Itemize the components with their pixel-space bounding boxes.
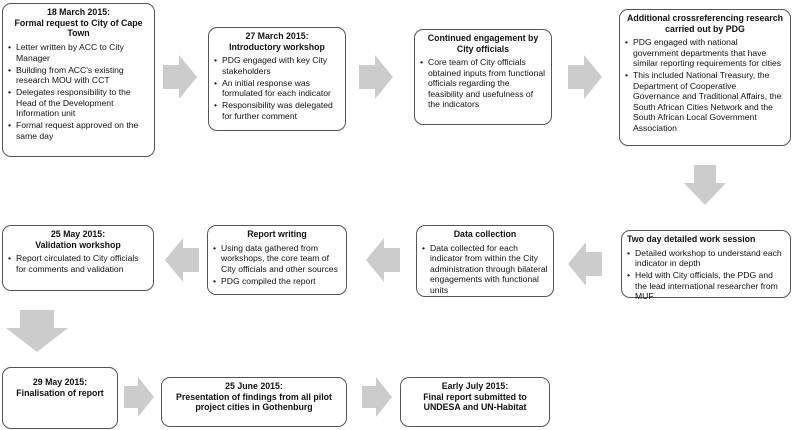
step-bullet: Formal request approved on the same day: [8, 120, 149, 141]
step-crossreferencing-research: Additional crossreferencing research car…: [619, 9, 791, 146]
step-title: Data collection: [453, 229, 517, 239]
step-presentation-gothenburg: 25 June 2015: Presentation of findings f…: [161, 377, 347, 427]
right-arrow: [362, 377, 392, 417]
step-bullet: Data collected for each indicator from w…: [422, 243, 548, 295]
step-title: Presentation of findings from all pilot …: [176, 391, 332, 413]
right-arrow: [359, 55, 393, 99]
step-finalisation: 29 May 2015: Finalisation of report: [2, 367, 118, 429]
step-date: Early July 2015:: [441, 381, 509, 391]
right-arrow: [568, 55, 602, 99]
step-bullets: Data collected for each indicator from w…: [422, 243, 548, 295]
step-bullet: Using data gathered from workshops, the …: [213, 243, 341, 274]
step-bullet: Report circulated to City officials for …: [8, 253, 148, 274]
step-bullet: Letter written by ACC to City Manager: [8, 42, 149, 63]
step-bullet: Responsibility was delegated for further…: [214, 100, 340, 121]
step-title: Finalisation of report: [16, 387, 104, 398]
right-arrow: [124, 377, 154, 417]
step-date: 27 March 2015:: [245, 31, 309, 41]
down-arrow: [6, 310, 68, 352]
step-bullets: Core team of City officials obtained inp…: [420, 57, 546, 109]
step-bullets: Letter written by ACC to City Manager Bu…: [8, 42, 149, 141]
step-bullet: An initial response was formulated for e…: [214, 78, 340, 99]
step-bullet: This included National Treasury, the Dep…: [625, 70, 785, 133]
step-final-report: Early July 2015: Final report submitted …: [400, 377, 550, 427]
step-bullets: Detailed workshop to understand each ind…: [627, 248, 785, 302]
step-bullet: Delegates responsibility to the Head of …: [8, 87, 149, 118]
step-title: Additional crossreferencing research car…: [627, 13, 783, 34]
step-title: Validation workshop: [35, 239, 121, 250]
step-date: 29 May 2015:: [32, 377, 88, 387]
left-arrow: [165, 238, 199, 282]
step-bullet: Core team of City officials obtained inp…: [420, 57, 546, 109]
left-arrow: [568, 242, 602, 286]
step-data-collection: Data collection Data collected for each …: [416, 225, 554, 297]
step-introductory-workshop: 27 March 2015: Introductory workshop PDG…: [208, 27, 346, 131]
step-bullets: PDG engaged with national government dep…: [625, 37, 785, 133]
step-formal-request: 18 March 2015: Formal request to City of…: [2, 3, 155, 157]
step-title: Two day detailed work session: [627, 234, 756, 244]
step-validation-workshop: 25 May 2015: Validation workshop Report …: [2, 225, 154, 291]
step-bullet: Building from ACC's existing research MO…: [8, 65, 149, 86]
left-arrow: [366, 238, 400, 282]
step-title: Formal request to City of Cape Town: [14, 17, 143, 39]
down-arrow: [684, 165, 726, 205]
step-title: Final report submitted to UNDESA and UN-…: [423, 391, 527, 413]
step-bullets: PDG engaged with key City stakeholders A…: [214, 55, 340, 121]
step-title: Introductory workshop: [229, 41, 325, 52]
step-bullet: PDG engaged with key City stakeholders: [214, 55, 340, 76]
step-bullets: Using data gathered from workshops, the …: [213, 243, 341, 287]
step-bullet: PDG compiled the report: [213, 276, 341, 287]
step-two-day-work-session: Two day detailed work session Detailed w…: [621, 230, 791, 301]
step-date: 18 March 2015:: [46, 7, 111, 17]
right-arrow: [163, 55, 197, 99]
step-bullets: Report circulated to City officials for …: [8, 253, 148, 274]
step-date: 25 May 2015:: [50, 229, 106, 239]
step-report-writing: Report writing Using data gathered from …: [207, 225, 347, 295]
step-bullet: Held with City officials, the PDG and th…: [627, 270, 785, 301]
step-bullet: Detailed workshop to understand each ind…: [627, 248, 785, 269]
step-bullet: PDG engaged with national government dep…: [625, 37, 785, 68]
step-continued-engagement: Continued engagement by City officials C…: [414, 29, 552, 125]
step-date: 25 June 2015:: [225, 381, 283, 391]
step-title: Continued engagement by City officials: [427, 33, 539, 54]
step-title: Report writing: [247, 229, 307, 239]
